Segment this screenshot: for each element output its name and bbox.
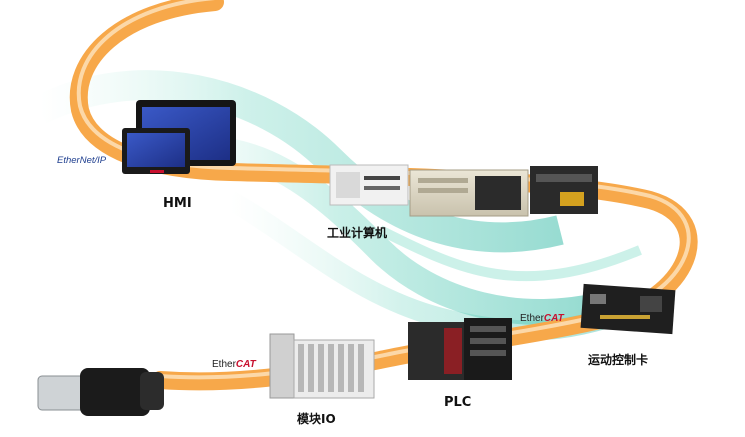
rj45-connector (37, 368, 164, 416)
ethercat-logo-motion: EtherCAT (520, 313, 564, 324)
label-plc: PLC (444, 395, 472, 410)
label-io-module: 模块IO (297, 412, 336, 426)
industrial-computer-device (329, 164, 598, 217)
motion-control-card-device (580, 283, 676, 335)
ethernet-ip-text: EtherNet/IP (57, 155, 107, 166)
ethernet-ip-logo: EtherNet/IP (57, 155, 106, 166)
label-hmi: HMI (163, 196, 192, 211)
hmi-device (122, 100, 236, 174)
ethercat-prefix: Ether (520, 313, 544, 324)
plc-device (408, 318, 512, 380)
ethercat-suffix: CAT (235, 359, 256, 370)
io-module-device (269, 333, 375, 399)
ethercat-logo-io: EtherCAT (212, 359, 256, 370)
label-motion-control-card: 运动控制卡 (588, 353, 649, 367)
label-industrial-computer: 工业计算机 (327, 226, 388, 240)
ethernet-cable (69, 0, 698, 391)
ethercat-suffix: CAT (543, 313, 564, 324)
ethercat-prefix: Ether (212, 359, 236, 370)
